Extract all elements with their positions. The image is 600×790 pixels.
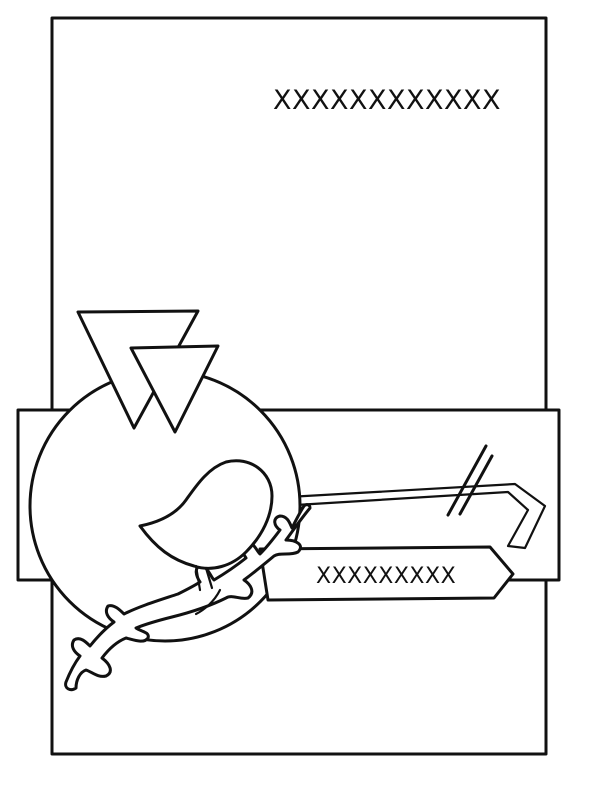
banner-placeholder: XXXXXXXXX: [316, 564, 456, 589]
slash-mark-1: [446, 444, 488, 517]
title-placeholder: XXXXXXXXXXXX: [273, 85, 501, 116]
branch-twig-inner: [194, 588, 222, 616]
triangle-front: [129, 344, 220, 434]
slash-mark-2: [458, 454, 494, 516]
bird-leg-2: [204, 566, 214, 590]
text-banner: [258, 545, 515, 602]
bird-leg: [194, 564, 202, 592]
bird-body: [138, 459, 274, 570]
paper-clip: [286, 482, 547, 550]
